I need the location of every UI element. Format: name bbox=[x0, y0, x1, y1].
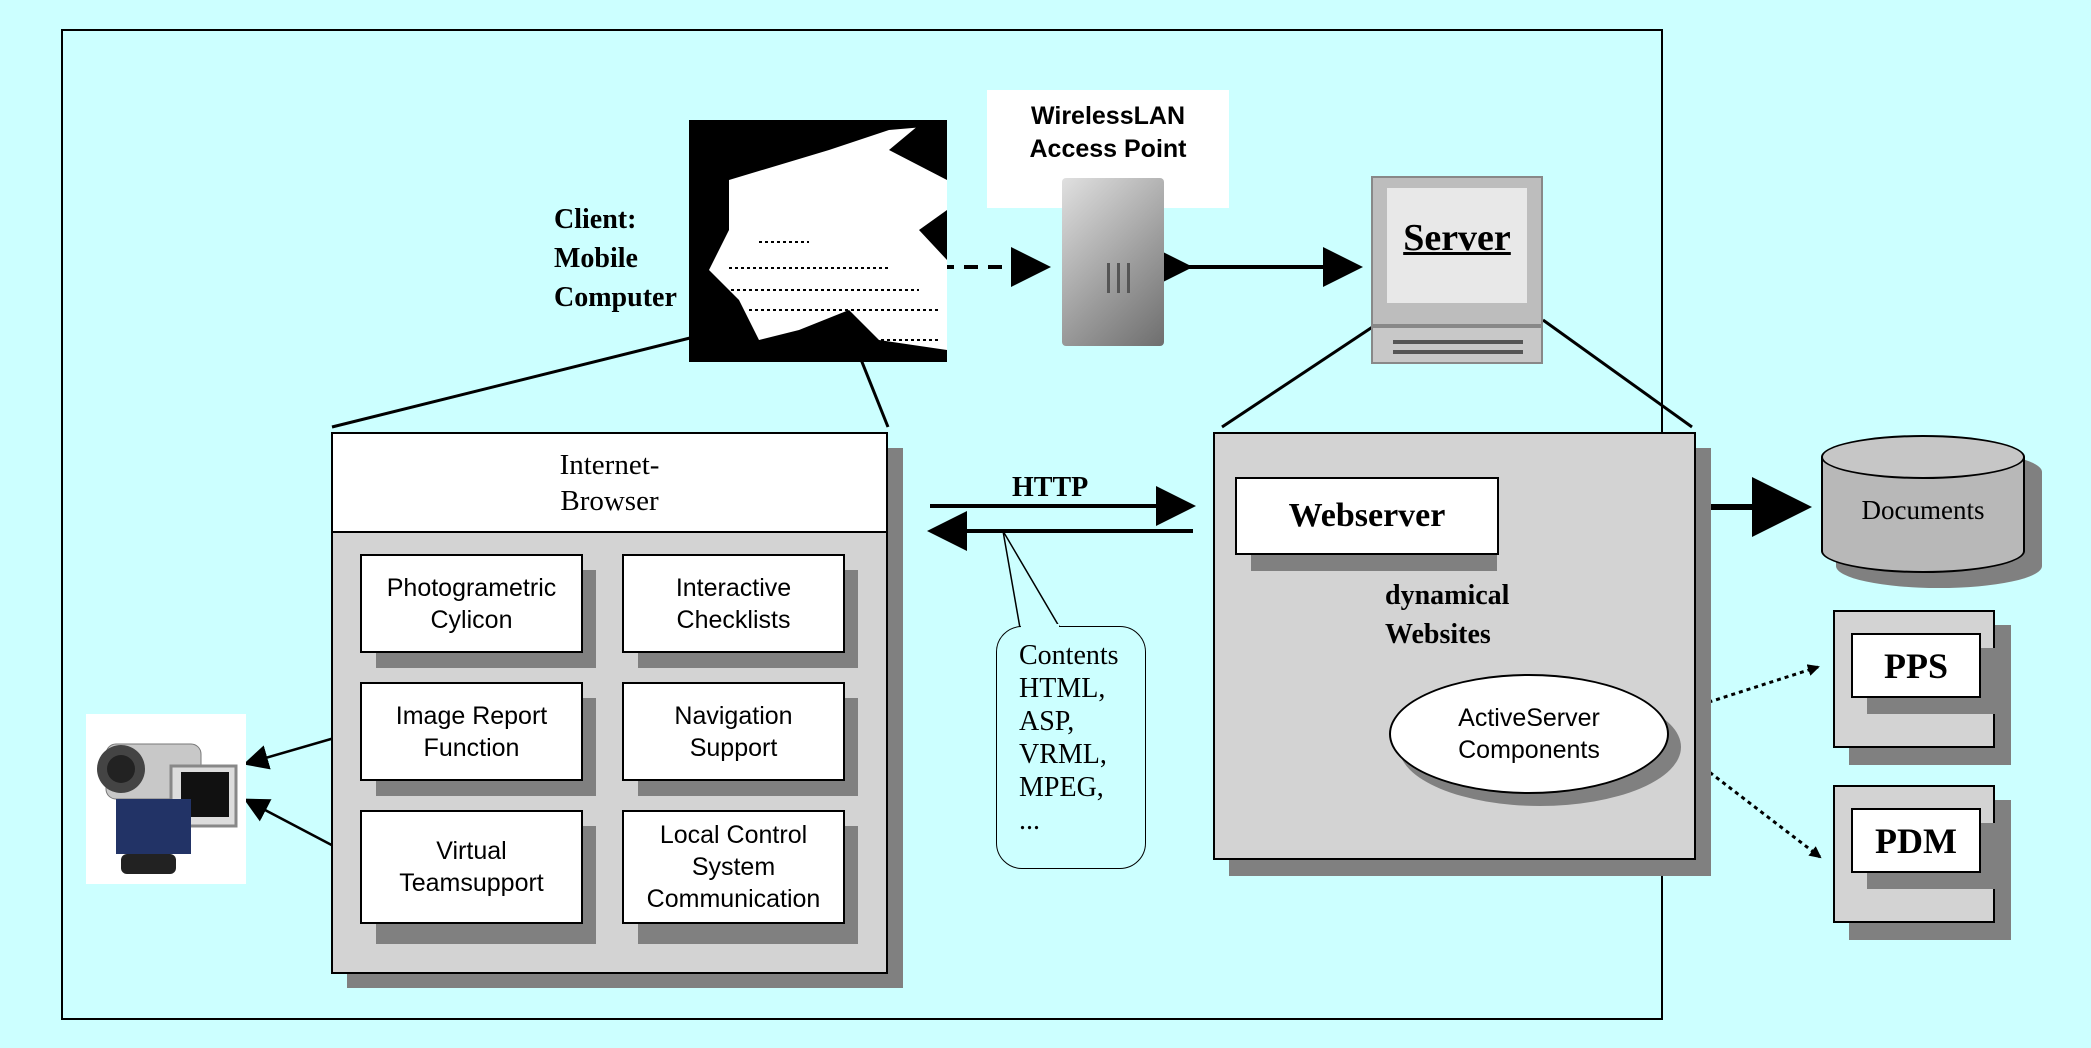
server-computer[interactable]: Server bbox=[1371, 176, 1543, 364]
http-label: HTTP bbox=[1012, 472, 1089, 503]
pdm-box[interactable]: PDM bbox=[1851, 808, 1981, 873]
contents-callout: Contents HTML, ASP, VRML, MPEG, ... bbox=[996, 626, 1146, 869]
server-panel-line-left bbox=[1221, 318, 1384, 429]
callout-seam bbox=[1021, 624, 1059, 629]
mobile-computer-image[interactable] bbox=[689, 120, 947, 362]
server-base bbox=[1371, 326, 1543, 364]
camcorder-icon bbox=[97, 743, 238, 874]
contents-callout-pointer bbox=[1002, 530, 1062, 629]
access-point-device[interactable] bbox=[1062, 178, 1164, 346]
pps-box[interactable]: PPS bbox=[1851, 633, 1981, 698]
dynamical-websites-label: dynamical Websites bbox=[1385, 580, 1510, 650]
documents-label: Documents bbox=[1861, 495, 1985, 525]
client-browser-line-right bbox=[858, 356, 890, 428]
client-browser-line-left bbox=[331, 336, 691, 429]
camcorder-image[interactable] bbox=[86, 714, 246, 884]
server-screen bbox=[1387, 188, 1527, 303]
mobile-computer-icon bbox=[709, 125, 947, 350]
client-label: Client: Mobile Computer bbox=[554, 204, 677, 313]
activeserver-components[interactable]: ActiveServer Components bbox=[1389, 674, 1669, 794]
documents-cylinder[interactable]: Documents bbox=[1821, 435, 2025, 573]
server-panel-line-right bbox=[1542, 318, 1693, 429]
server-label: Server bbox=[1403, 217, 1511, 259]
webserver-box[interactable]: Webserver bbox=[1235, 477, 1499, 555]
access-point-icon bbox=[1107, 263, 1130, 293]
activeserver-pdm-arrow bbox=[1666, 737, 1822, 859]
browser-title: Internet- Browser bbox=[331, 432, 888, 533]
